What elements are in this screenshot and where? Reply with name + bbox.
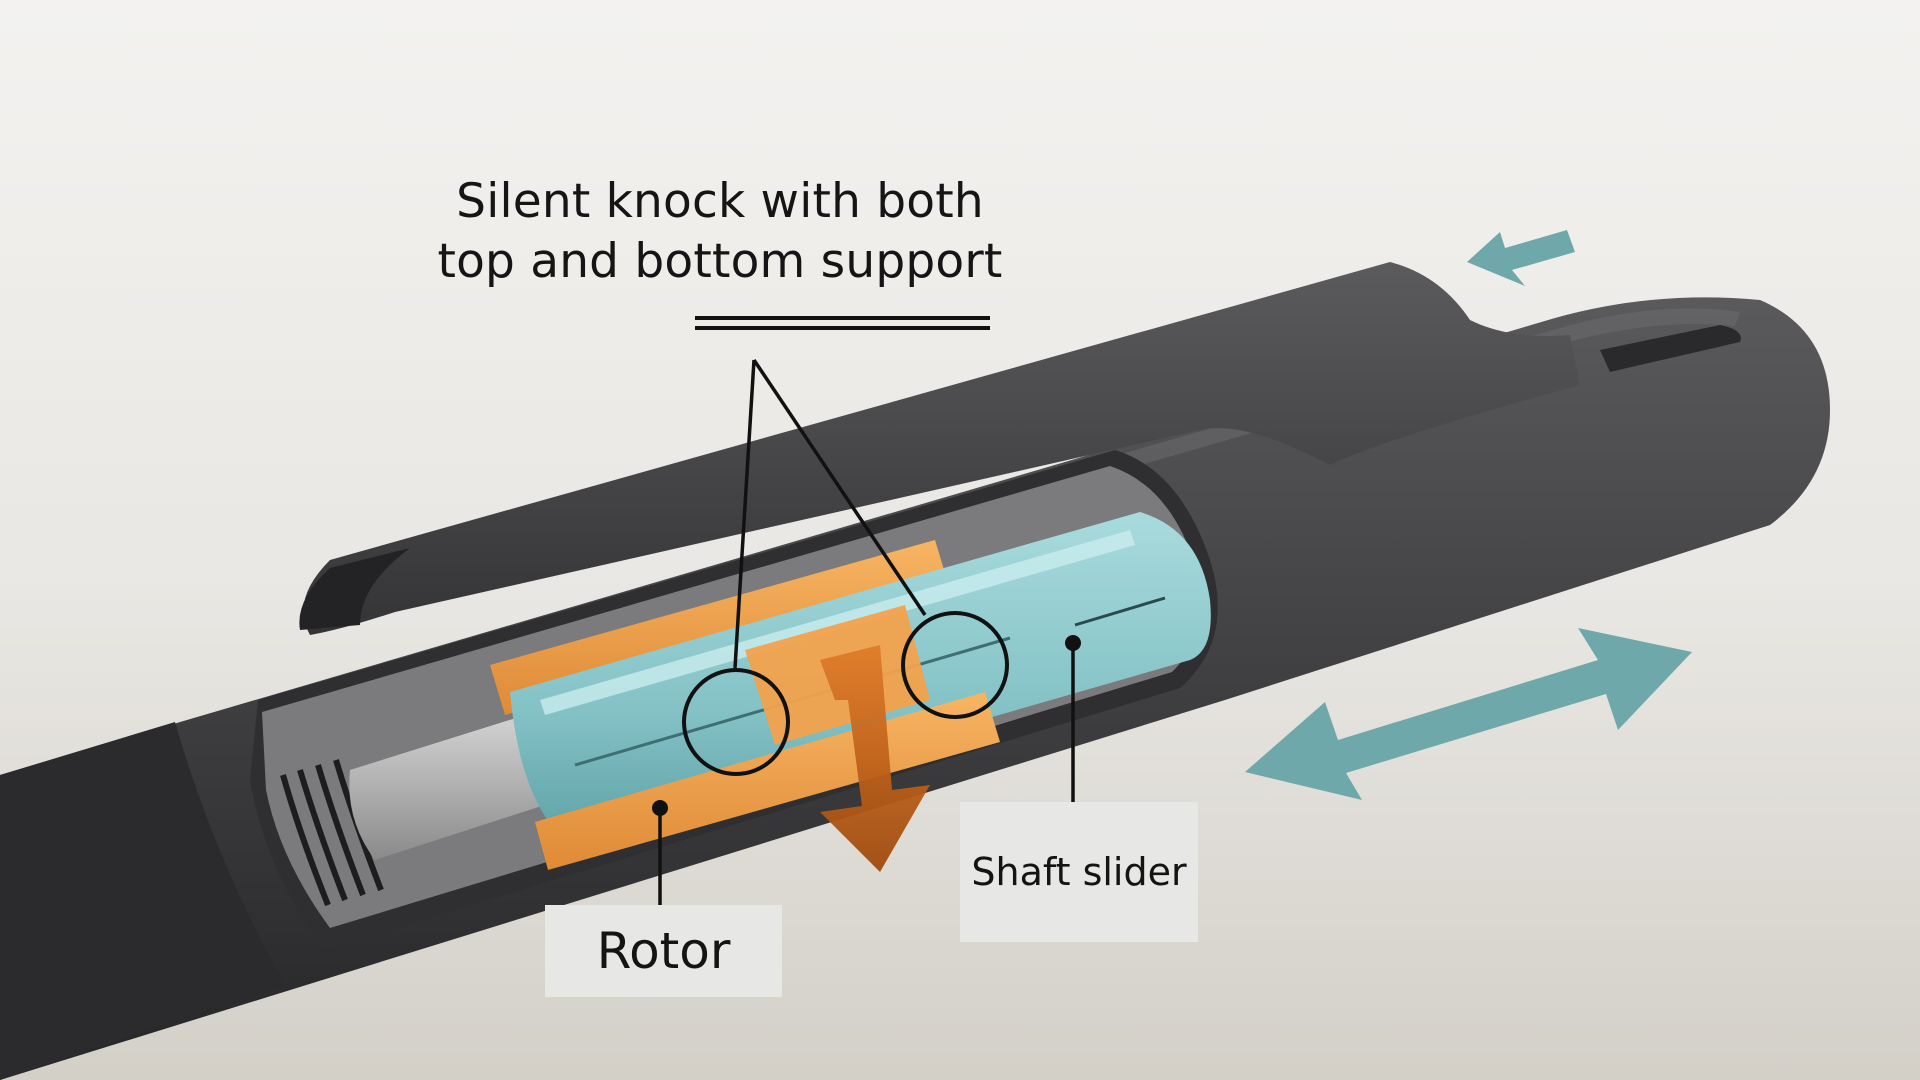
- headline: Silent knock with both top and bottom su…: [380, 172, 1060, 292]
- support-circle-top: [901, 611, 1009, 719]
- shaft-slider-label: Shaft slider: [960, 802, 1198, 942]
- shaft-slider-highlight: [540, 530, 1135, 715]
- shaft-slider-label-text: Shaft slider: [971, 850, 1187, 894]
- rotation-arrow: [820, 645, 930, 872]
- pen-clip: [303, 262, 1580, 635]
- rotor-label-text: Rotor: [596, 922, 731, 980]
- support-circle-bottom: [682, 668, 790, 776]
- headline-line-2: top and bottom support: [437, 234, 1003, 289]
- callout-line-bottom: [733, 359, 756, 669]
- callout-line-top: [752, 359, 927, 616]
- clip-tip-shadow: [299, 548, 410, 630]
- headline-line-1: Silent knock with both: [456, 174, 984, 229]
- rotor-label: Rotor: [545, 905, 782, 997]
- refill-tube: [349, 712, 560, 860]
- shaft-slider-groove-2: [1074, 596, 1166, 627]
- clip-slot: [1600, 325, 1741, 372]
- press-arrow-icon: [1467, 230, 1575, 286]
- double-arrow-icon: [1245, 628, 1692, 800]
- pen-grip: [0, 722, 285, 1080]
